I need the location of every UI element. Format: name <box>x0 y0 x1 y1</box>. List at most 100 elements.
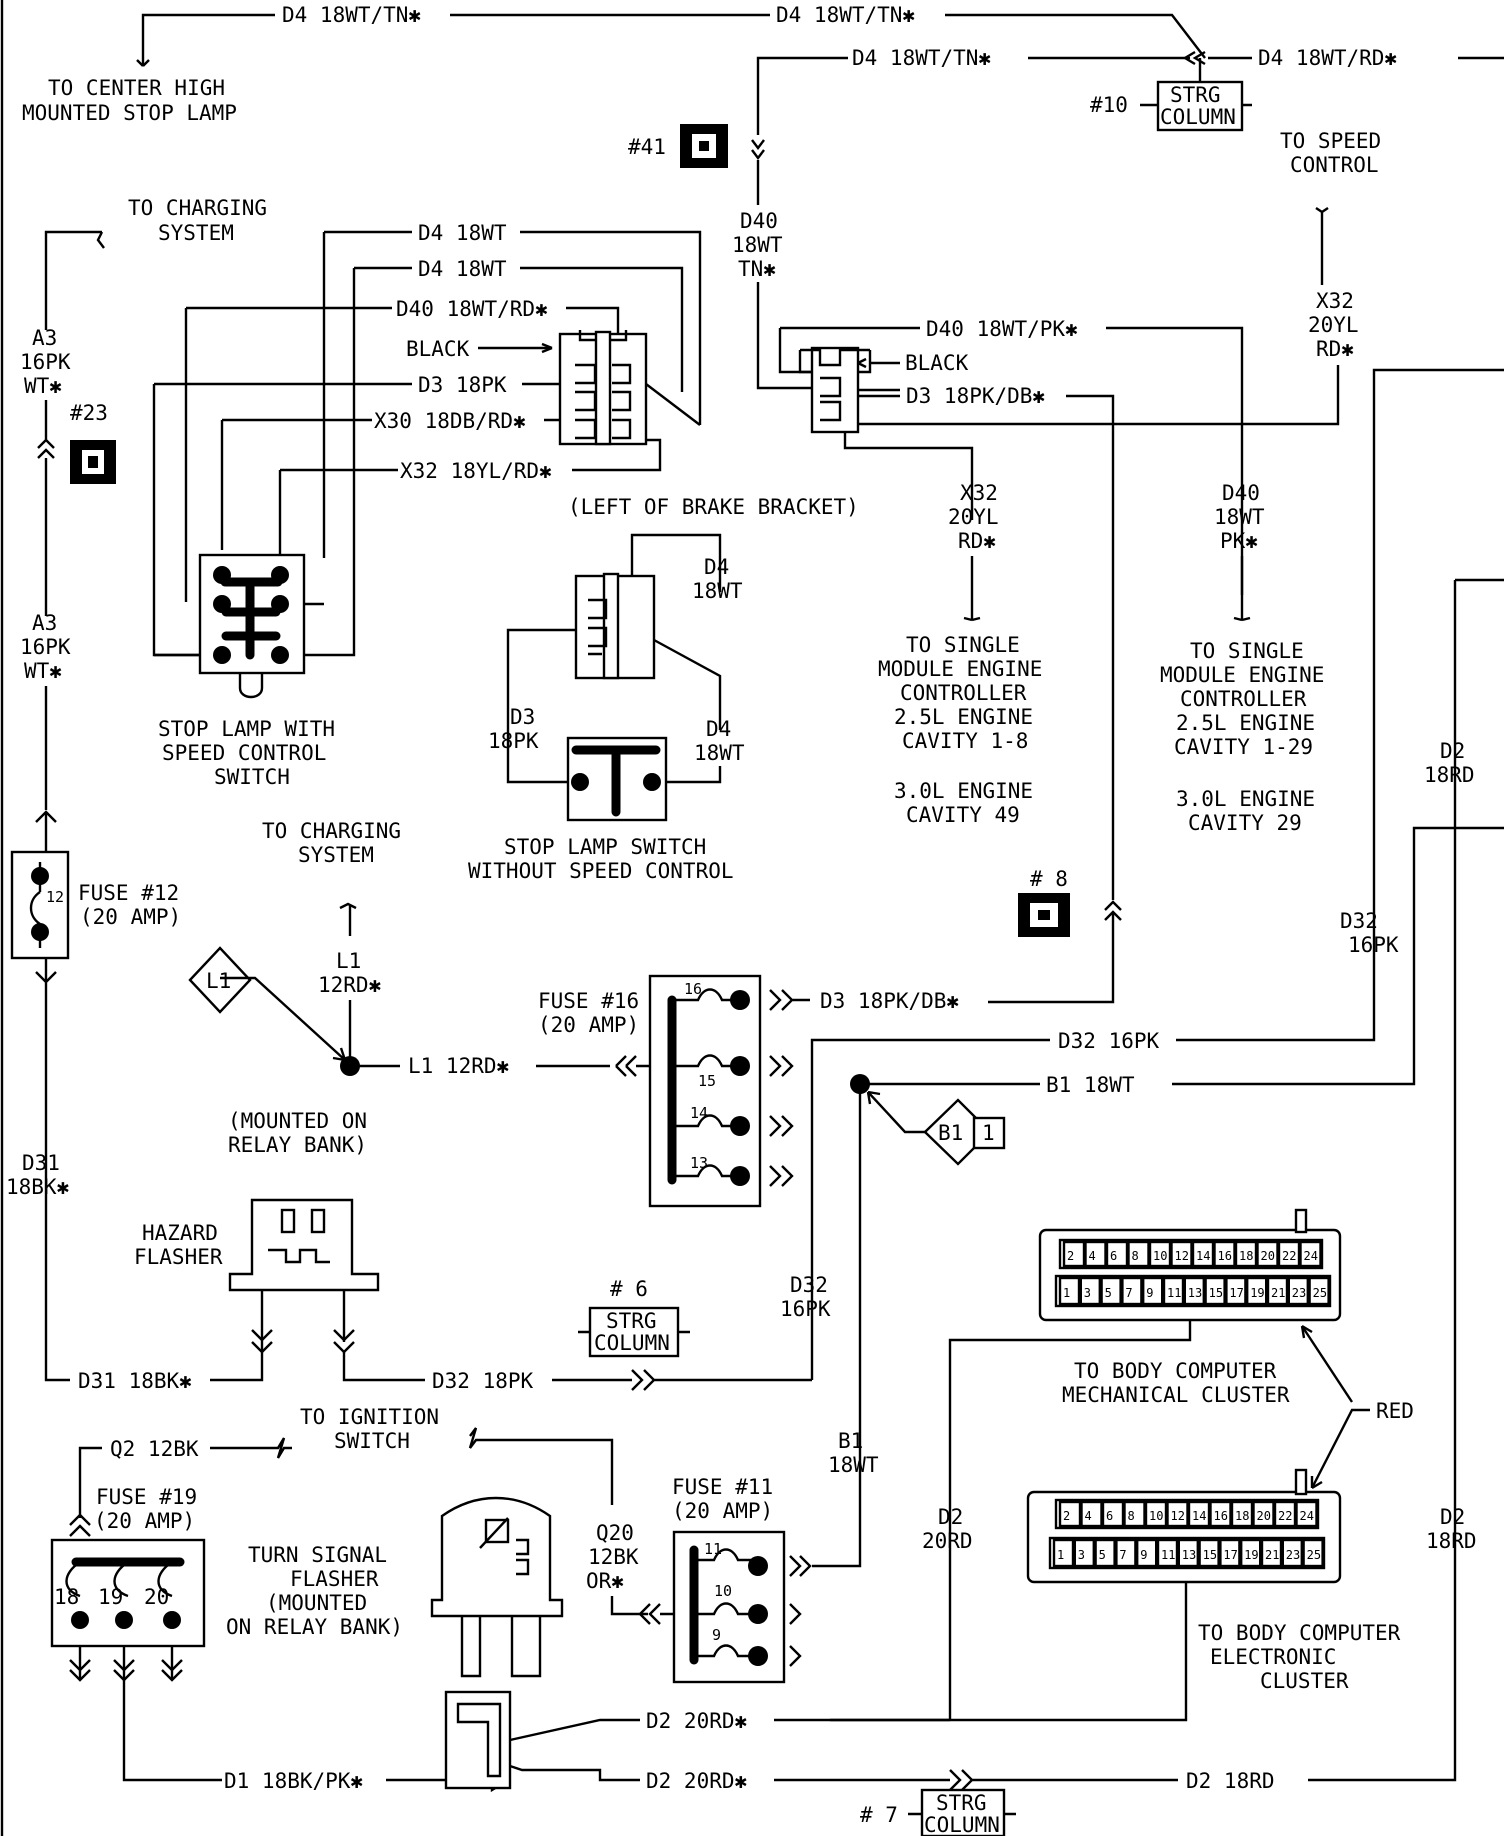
svg-text:TO IGNITION: TO IGNITION <box>300 1405 439 1429</box>
svg-text:FUSE #16: FUSE #16 <box>538 989 639 1013</box>
svg-text:D40 18WT/PK✱: D40 18WT/PK✱ <box>926 317 1078 341</box>
cluster-pin-cell <box>1170 1240 1193 1268</box>
svg-text:CONTROLLER: CONTROLLER <box>900 681 1027 705</box>
svg-text:SWITCH: SWITCH <box>214 765 290 789</box>
cluster-pin-cell <box>1052 1538 1075 1568</box>
svg-text:18BK✱: 18BK✱ <box>6 1175 70 1199</box>
cluster-pin-cell <box>1101 1500 1125 1528</box>
cluster-pin-cell <box>1256 1240 1279 1268</box>
bottom-d2-wires: D2 20RD✱ D2 20RD✱ D2 18RD <box>444 1690 1275 1793</box>
svg-text:12BK: 12BK <box>588 1545 639 1569</box>
svg-text:B1 18WT: B1 18WT <box>1046 1073 1135 1097</box>
svg-text:MODULE ENGINE: MODULE ENGINE <box>878 657 1042 681</box>
fuse-19: Q2 12BK TO IGNITION SWITCH Q20 12BK OR✱ … <box>50 1405 684 1793</box>
svg-text:D31 18BK✱: D31 18BK✱ <box>78 1369 192 1393</box>
cluster-pin-cell <box>1084 1240 1107 1268</box>
svg-text:D32: D32 <box>790 1273 828 1297</box>
cluster-pin-cell <box>1166 1500 1189 1528</box>
svg-text:16PK: 16PK <box>20 350 71 374</box>
cluster-pin-cell <box>1080 1500 1103 1528</box>
svg-text:D3: D3 <box>510 705 535 729</box>
cluster-pin-cell <box>1239 1538 1262 1568</box>
svg-text:MECHANICAL CLUSTER: MECHANICAL CLUSTER <box>1062 1383 1290 1407</box>
cluster-pin-cell <box>1281 1538 1304 1568</box>
cluster-pin-cell <box>1135 1538 1158 1568</box>
svg-text:B1: B1 <box>938 1121 963 1145</box>
svg-text:TO SINGLE: TO SINGLE <box>906 633 1020 657</box>
svg-text:STRG: STRG <box>1170 83 1221 107</box>
cluster-pin-number: 1 <box>1057 1548 1064 1562</box>
cluster-pin-cell <box>1079 1276 1102 1306</box>
cluster-pin-number: 13 <box>1188 1286 1202 1300</box>
svg-text:Q20: Q20 <box>596 1521 634 1545</box>
cluster-pin-cell <box>1141 1276 1164 1306</box>
fuse-16: FUSE #16 (20 AMP) 16 15 14 13 D3 18PK/DB… <box>538 974 959 1208</box>
svg-text:# 7: # 7 <box>860 1803 898 1827</box>
svg-text:CAVITY 49: CAVITY 49 <box>906 803 1020 827</box>
svg-text:16PK: 16PK <box>20 635 71 659</box>
svg-text:18: 18 <box>54 1585 79 1609</box>
fuse-12: 12 FUSE #12 (20 AMP) <box>10 850 181 1382</box>
cluster-pin-cell <box>1287 1276 1310 1306</box>
svg-text:SWITCH: SWITCH <box>334 1429 410 1453</box>
svg-text:D3 18PK/DB✱: D3 18PK/DB✱ <box>906 384 1045 408</box>
cluster-pin-number: 25 <box>1307 1548 1321 1562</box>
svg-text:FLASHER: FLASHER <box>290 1567 379 1591</box>
cluster-pin-number: 22 <box>1282 1249 1296 1263</box>
svg-text:D32: D32 <box>1340 909 1378 933</box>
cluster-pin-cell <box>1183 1276 1206 1306</box>
svg-text:11: 11 <box>704 1540 722 1558</box>
cluster-pin-number: 23 <box>1286 1548 1300 1562</box>
svg-text:D32 16PK: D32 16PK <box>1058 1029 1160 1053</box>
cluster-pin-cell <box>1273 1500 1297 1528</box>
cluster-pin-cell <box>1148 1240 1172 1268</box>
cluster-pin-number: 3 <box>1078 1548 1085 1562</box>
svg-text:FUSE #12: FUSE #12 <box>78 881 179 905</box>
svg-text:D40: D40 <box>740 209 778 233</box>
cluster-pin-cell <box>1252 1500 1275 1528</box>
cluster-pin-number: 16 <box>1218 1249 1232 1263</box>
cluster-pin-cell <box>1127 1240 1150 1268</box>
cluster-pin-cell <box>1156 1538 1179 1568</box>
svg-text:STRG: STRG <box>936 1791 987 1815</box>
svg-text:COLUMN: COLUMN <box>594 1331 670 1355</box>
cluster-pin-number: 2 <box>1063 1509 1070 1523</box>
cluster-pin-number: 21 <box>1265 1548 1279 1562</box>
dest-smec-b: D40 18WT PK✱ TO SINGLE MODULE ENGINE CON… <box>1160 481 1324 835</box>
svg-text:X32: X32 <box>1316 289 1354 313</box>
cluster-pin-number: 12 <box>1175 1249 1189 1263</box>
cluster-pin-cell <box>1234 1240 1258 1268</box>
cluster-pin-number: 19 <box>1250 1286 1264 1300</box>
cluster-pin-number: 15 <box>1209 1286 1223 1300</box>
cluster-pin-cell <box>1094 1538 1116 1568</box>
turn-signal-flasher: TURN SIGNAL FLASHER (MOUNTED ON RELAY BA… <box>226 1496 564 1678</box>
cluster-pin-number: 9 <box>1140 1548 1147 1562</box>
cluster-pin-number: 7 <box>1119 1548 1126 1562</box>
cluster-pin-cell <box>1115 1538 1137 1568</box>
svg-text:RELAY BANK): RELAY BANK) <box>228 1133 367 1157</box>
wire-d4-tn-top-mid: D4 18WT/TN✱ <box>776 3 915 27</box>
cluster-pin-number: 13 <box>1182 1548 1196 1562</box>
connector-10-strg-column: #10 STRG COLUMN <box>1090 58 1252 132</box>
cluster-pin-number: 24 <box>1300 1509 1314 1523</box>
cluster-pin-number: 25 <box>1313 1286 1327 1300</box>
svg-text:ELECTRONIC: ELECTRONIC <box>1210 1645 1336 1669</box>
svg-text:18WT: 18WT <box>694 741 745 765</box>
cluster-pin-number: 21 <box>1271 1286 1285 1300</box>
hazard-flasher: HAZARD FLASHER D32 18PK D32 16PK <box>134 1198 831 1393</box>
stop-lamp-speed-switch: D4 18WT D4 18WT D40 18WT/RD✱ D3 18PK X30… <box>152 221 702 789</box>
cluster-pin-cell <box>1123 1500 1146 1528</box>
svg-text:D32 18PK: D32 18PK <box>432 1369 534 1393</box>
cluster-pin-cell <box>1308 1276 1330 1306</box>
svg-text:L1: L1 <box>206 969 231 993</box>
svg-text:COLUMN: COLUMN <box>924 1813 1000 1836</box>
svg-text:WITHOUT SPEED CONTROL: WITHOUT SPEED CONTROL <box>468 859 734 883</box>
cluster-pin-number: 18 <box>1239 1249 1253 1263</box>
svg-text:D2 20RD✱: D2 20RD✱ <box>646 1709 748 1733</box>
cluster-pin-cell <box>1073 1538 1096 1568</box>
svg-text:TO SINGLE: TO SINGLE <box>1190 639 1304 663</box>
connector-23: #23 <box>70 401 116 484</box>
cluster-pin-cell <box>1213 1240 1236 1268</box>
svg-text:1: 1 <box>982 1121 995 1145</box>
